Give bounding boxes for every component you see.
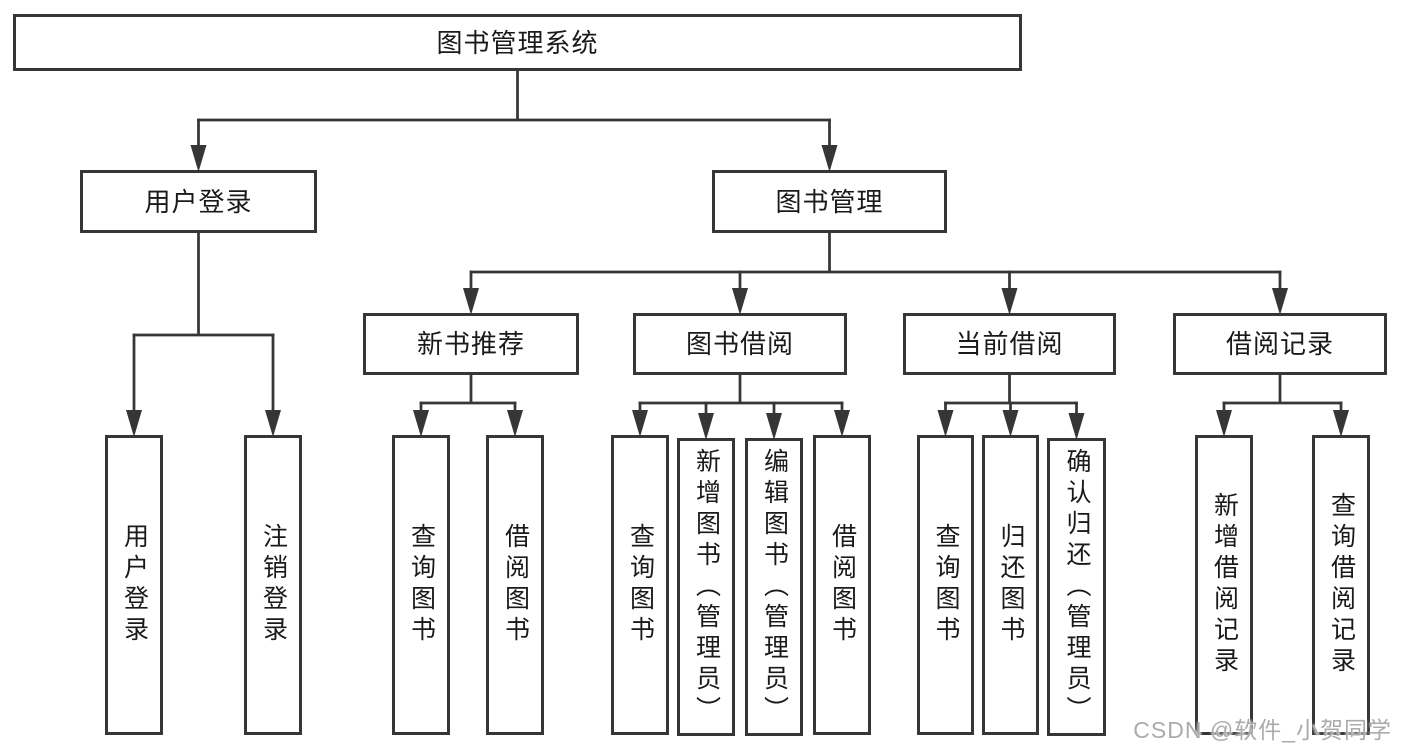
node-root: 图书管理系统 xyxy=(13,14,1022,71)
arrowhead-icon xyxy=(1333,410,1349,437)
node-label-login: 用户登录 xyxy=(144,186,253,217)
node-label-current: 当前借阅 xyxy=(955,329,1064,359)
arrowhead-icon xyxy=(766,413,782,440)
node-label-login-logout: 注销登录 xyxy=(259,523,288,647)
node-label-login-user: 用户登录 xyxy=(120,523,149,647)
arrowhead-icon xyxy=(126,410,142,437)
node-borrow: 图书借阅 xyxy=(633,313,847,375)
arrowhead-icon xyxy=(937,410,954,437)
node-label-rec: 新书推荐 xyxy=(416,329,525,359)
arrowhead-icon xyxy=(265,410,281,437)
arrowhead-icon xyxy=(834,410,850,437)
arrowhead-icon xyxy=(413,410,429,437)
node-rec-query: 查询图书 xyxy=(392,435,450,735)
node-label-borrow-query: 查询图书 xyxy=(626,523,655,647)
arrowhead-icon xyxy=(507,410,523,437)
node-recd-add: 新增借阅记录 xyxy=(1195,435,1253,735)
node-cur-confirm: 确认归还（管理员） xyxy=(1047,438,1106,736)
node-borrow-query: 查询图书 xyxy=(611,435,669,735)
node-label-cur-confirm: 确认归还（管理员） xyxy=(1063,447,1091,727)
arrowhead-icon xyxy=(1272,288,1288,315)
node-label-recd-query: 查询借阅记录 xyxy=(1327,492,1356,678)
node-login-user: 用户登录 xyxy=(105,435,163,735)
node-records: 借阅记录 xyxy=(1173,313,1387,375)
arrowhead-icon xyxy=(732,288,748,315)
arrowhead-icon xyxy=(821,145,838,172)
node-label-cur-return: 归还图书 xyxy=(997,523,1025,647)
node-login-logout: 注销登录 xyxy=(244,435,302,735)
node-rec-borrow: 借阅图书 xyxy=(486,435,544,735)
arrowhead-icon xyxy=(1001,288,1018,315)
node-label-recd-add: 新增借阅记录 xyxy=(1210,492,1239,678)
node-label-borrow-add: 新增图书（管理员） xyxy=(692,447,721,727)
node-login: 用户登录 xyxy=(80,170,317,233)
arrowhead-icon xyxy=(1216,410,1232,437)
node-label-root: 图书管理系统 xyxy=(436,27,599,58)
node-label-rec-borrow: 借阅图书 xyxy=(501,523,530,647)
node-borrow-edit: 编辑图书（管理员） xyxy=(745,438,803,736)
arrowhead-icon xyxy=(632,410,648,437)
node-current: 当前借阅 xyxy=(903,313,1116,375)
node-rec: 新书推荐 xyxy=(363,313,579,375)
arrowhead-icon xyxy=(190,145,207,172)
node-label-records: 借阅记录 xyxy=(1225,329,1334,359)
arrowhead-icon xyxy=(698,413,714,440)
node-borrow-take: 借阅图书 xyxy=(813,435,871,735)
arrowhead-icon xyxy=(1068,413,1085,440)
node-label-borrow-edit: 编辑图书（管理员） xyxy=(760,447,789,727)
node-label-borrow-take: 借阅图书 xyxy=(828,523,857,647)
node-mgmt: 图书管理 xyxy=(712,170,947,233)
node-label-mgmt: 图书管理 xyxy=(775,186,884,217)
node-label-rec-query: 查询图书 xyxy=(407,523,436,647)
arrowhead-icon xyxy=(463,288,479,315)
watermark-text: CSDN @软件_小贺同学 xyxy=(1133,717,1392,743)
node-label-cur-query: 查询图书 xyxy=(932,523,960,647)
arrowhead-icon xyxy=(1002,410,1019,437)
node-recd-query: 查询借阅记录 xyxy=(1312,435,1370,735)
node-cur-return: 归还图书 xyxy=(982,435,1039,735)
node-label-borrow: 图书借阅 xyxy=(685,329,794,359)
node-cur-query: 查询图书 xyxy=(917,435,974,735)
node-borrow-add: 新增图书（管理员） xyxy=(677,438,735,736)
